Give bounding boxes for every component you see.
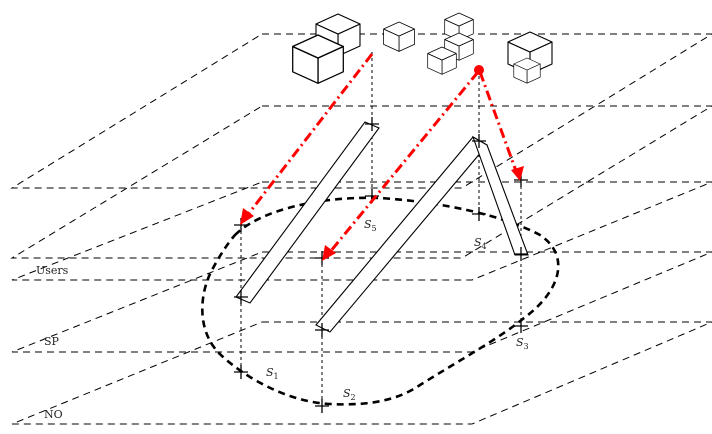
node-label-s5: S5 [364, 218, 377, 233]
mapping-arrows [240, 53, 524, 261]
users-plane [11, 181, 712, 281]
arrow-to-s1 [244, 53, 374, 218]
mid-plane [10, 105, 712, 259]
node-markers [234, 117, 528, 413]
layer-label-users: Users [36, 264, 69, 277]
node-label-s1: S1 [266, 366, 279, 381]
device-cluster-1 [292, 13, 361, 84]
node-label-s2: S2 [343, 387, 356, 402]
no-plane [11, 321, 712, 425]
device-cluster-2 [383, 21, 415, 52]
layer-label-sp: SP [44, 335, 60, 348]
link-beam-3 [471, 135, 529, 256]
node-label-s4: S4 [474, 236, 487, 251]
link-beam-1 [235, 121, 380, 304]
sp-plane [11, 251, 712, 353]
layer-label-no: NO [44, 408, 63, 421]
top-plane [10, 33, 712, 189]
arrow-to-s2 [328, 71, 480, 253]
node-label-s3: S3 [516, 336, 529, 351]
device-cluster-4 [507, 31, 553, 84]
arrow-to-s3 [478, 71, 518, 172]
device-cluster-3 [427, 12, 474, 75]
coverage-region [201, 196, 560, 406]
